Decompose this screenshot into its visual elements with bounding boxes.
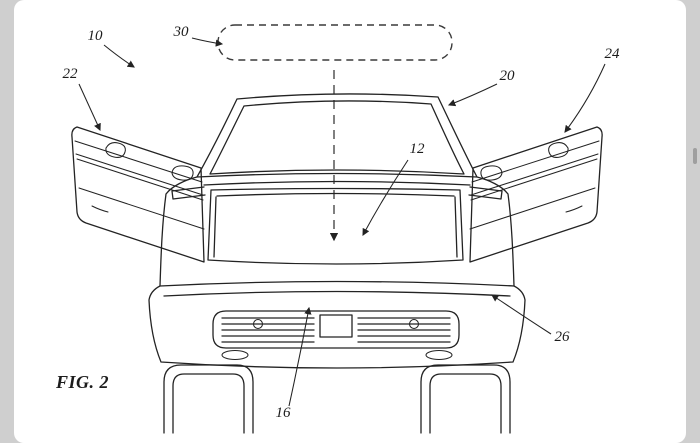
ref-label-20: 20: [500, 68, 516, 84]
leader-line-24: [564, 63, 606, 133]
leader-line-12: [362, 159, 409, 236]
fog-lamp-right: [425, 349, 453, 361]
grille-sensor-right: [408, 318, 420, 330]
leader-line-26: [491, 294, 552, 335]
ref-label-30: 30: [173, 24, 190, 40]
left-door-open: [71, 126, 205, 263]
leader-line-20: [447, 83, 498, 107]
leader-line-30: [191, 37, 224, 47]
ref-label-10: 10: [88, 28, 104, 44]
leader-line-10: [103, 44, 135, 68]
ref-label-16: 16: [276, 405, 292, 421]
right-door-open: [469, 126, 603, 263]
figure-caption: FIG. 2: [55, 372, 109, 392]
scrollbar-thumb[interactable]: [693, 148, 697, 164]
roof-sensor-dashed-region: [217, 24, 453, 61]
fog-lamp-left: [221, 349, 249, 361]
leader-line-22: [78, 83, 101, 132]
cab-and-windshield: [159, 93, 515, 287]
leader-line-16: [288, 306, 312, 407]
grille-sensor-left: [252, 318, 264, 330]
leader-lines: [78, 37, 606, 407]
ref-label-26: 26: [555, 329, 571, 345]
patent-figure-page: [14, 0, 686, 443]
wheels: [163, 364, 511, 434]
ref-label-22: 22: [63, 66, 79, 82]
grille: [212, 310, 460, 349]
side-mirrors: [171, 165, 503, 181]
front-fascia-bumper: [148, 280, 526, 369]
ref-label-12: 12: [410, 141, 426, 157]
ref-label-24: 24: [605, 46, 621, 62]
hood-frunk-panel: [207, 187, 464, 265]
vehicle-front-view: [71, 93, 603, 434]
